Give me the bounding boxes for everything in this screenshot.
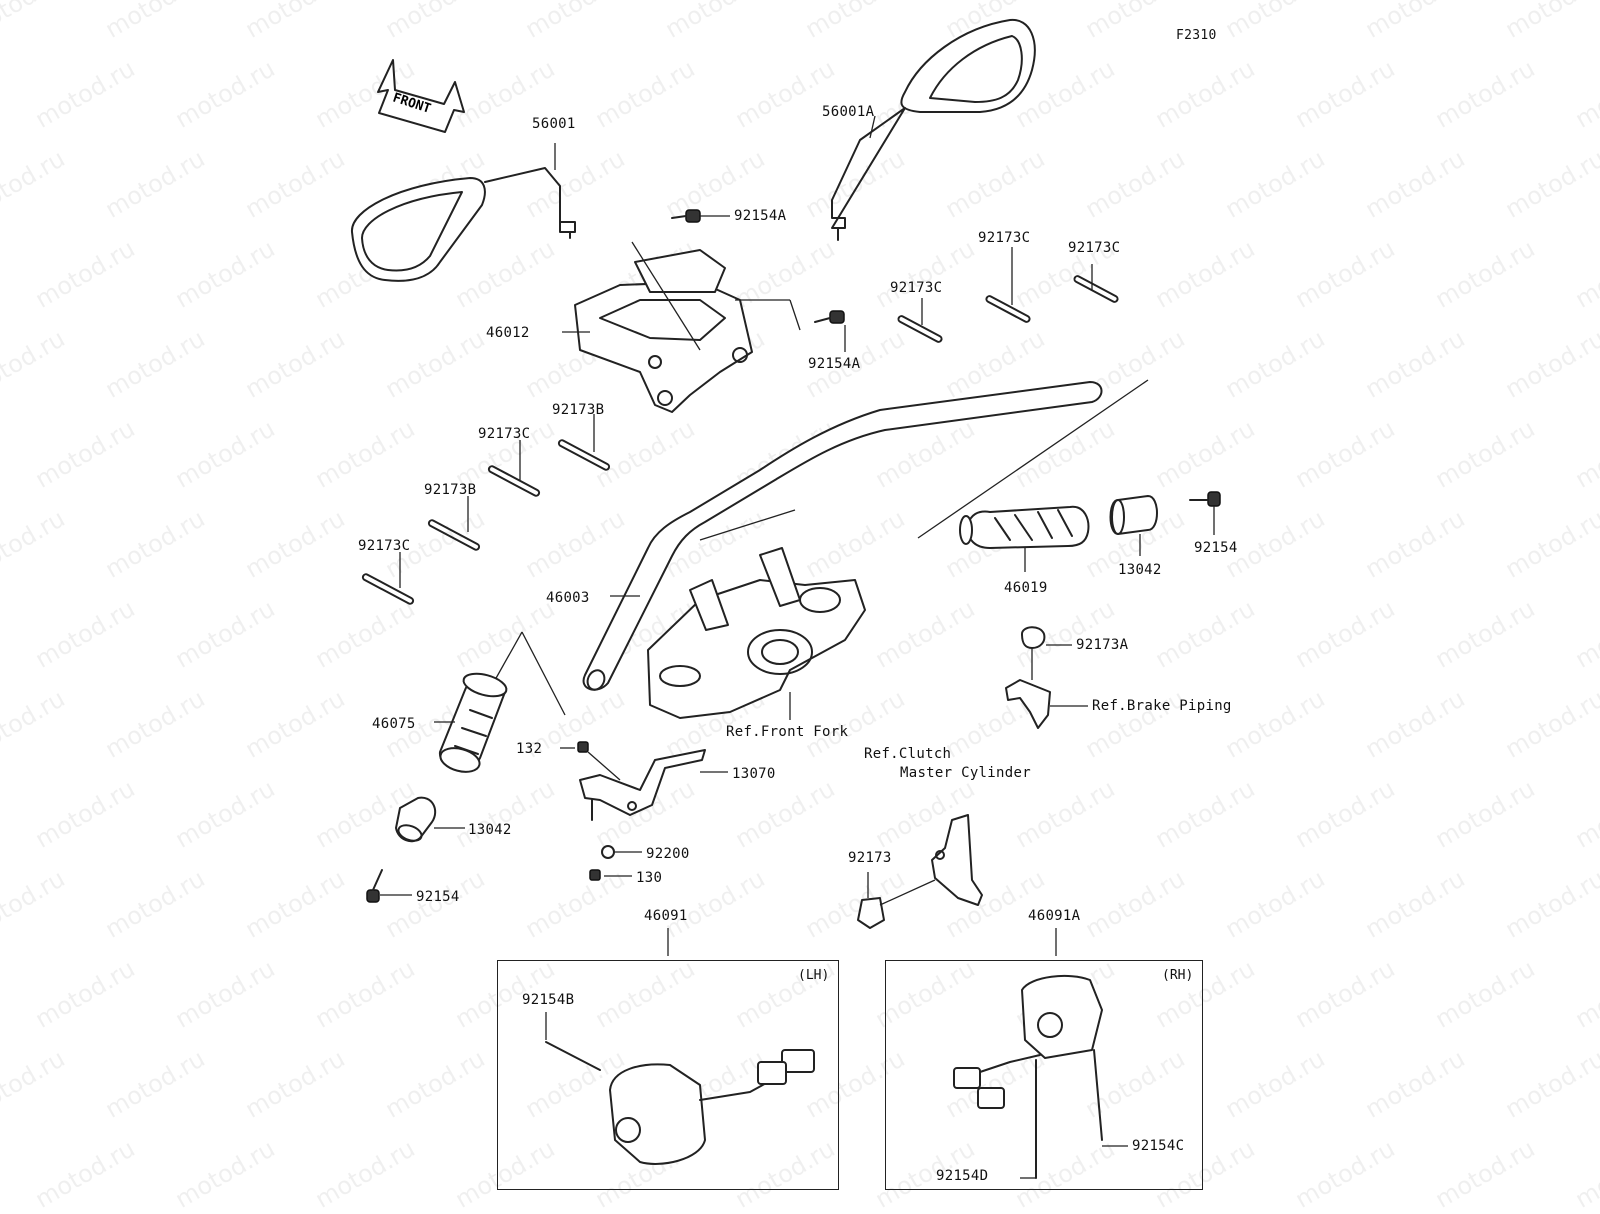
label-band-c2: 92173C [978, 230, 1031, 246]
label-ref-fork: Ref.Front Fork [726, 724, 849, 740]
handlebar-part [494, 379, 1149, 716]
nut-part [589, 869, 601, 881]
label-nut: 130 [636, 870, 663, 886]
label-band-c1: 92173C [1068, 240, 1121, 256]
label-mirror-right: 56001A [822, 104, 875, 120]
label-ref-brake: Ref.Brake Piping [1092, 698, 1232, 714]
label-bolt-upper-a: 92154A [734, 208, 787, 224]
bolt-right-part [1189, 491, 1221, 507]
label-band-b2: 92173B [424, 482, 477, 498]
clutch-bracket-part [857, 814, 983, 929]
label-holder: 46012 [486, 325, 530, 341]
clamp-a-part [1005, 626, 1051, 729]
label-mirror-left: 56001 [532, 116, 576, 132]
switch-rh-part [953, 974, 1103, 1179]
switch-lh-part [545, 1041, 815, 1165]
front-fork-clamp [647, 509, 866, 719]
label-bolt-upper-b: 92154A [808, 356, 861, 372]
bolt-upper-a [671, 209, 701, 223]
label-screw-rh-c: 92154C [1132, 1138, 1185, 1154]
band-clips [361, 275, 1119, 605]
grip-right-part [959, 505, 1090, 549]
label-band-b1: 92173B [552, 402, 605, 418]
leader-lines [380, 115, 1215, 1179]
rh-box-label: (RH) [1162, 968, 1194, 983]
bracket-13070-part [577, 741, 706, 821]
washer-part [601, 845, 615, 859]
mirror-left-part [350, 167, 576, 282]
label-screw-132: 132 [516, 741, 543, 757]
label-bracket-13070: 13070 [732, 766, 776, 782]
diagram-code: F2310 [1176, 28, 1217, 43]
lh-box-label: (LH) [798, 968, 830, 983]
label-band-c5: 92173C [358, 538, 411, 554]
label-weight-left: 13042 [468, 822, 512, 838]
label-weight-right: 13042 [1118, 562, 1162, 578]
rh-switch-box [885, 960, 1203, 1190]
label-bolt-right: 92154 [1194, 540, 1238, 556]
label-handlebar: 46003 [546, 590, 590, 606]
label-washer: 92200 [646, 846, 690, 862]
weight-left-part [395, 796, 437, 843]
label-band-c3: 92173C [890, 280, 943, 296]
label-switch-rh: 46091A [1028, 908, 1081, 924]
mirror-right-part [831, 18, 1036, 241]
holder-part [574, 241, 801, 413]
label-ref-clutch-1: Ref.Clutch [864, 746, 952, 762]
label-screw-rh-d: 92154D [936, 1168, 989, 1184]
label-clamp-92173: 92173 [848, 850, 892, 866]
label-band-c4: 92173C [478, 426, 531, 442]
front-arrow-icon: FRONT [377, 59, 465, 133]
label-clamp-a: 92173A [1076, 637, 1129, 653]
label-grip-left: 46075 [372, 716, 416, 732]
label-bolt-left: 92154 [416, 889, 460, 905]
label-grip-right: 46019 [1004, 580, 1048, 596]
bolt-left-part [366, 869, 383, 903]
label-ref-clutch-2: Master Cylinder [900, 765, 1031, 781]
bolt-upper-b [814, 310, 845, 324]
weight-right-part [1109, 495, 1158, 535]
grip-left-part [438, 672, 508, 773]
lh-switch-box [497, 960, 839, 1190]
label-switch-lh: 46091 [644, 908, 688, 924]
label-screw-lh: 92154B [522, 992, 575, 1008]
